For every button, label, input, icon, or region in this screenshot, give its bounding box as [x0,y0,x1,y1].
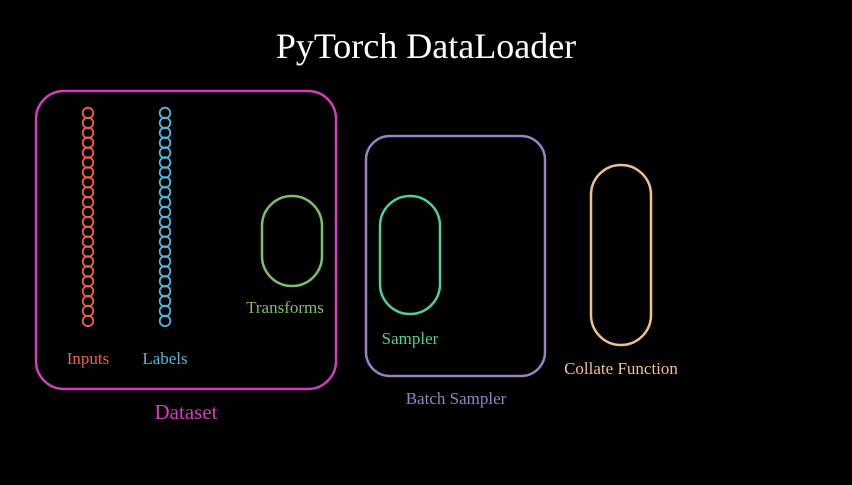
diagram-title: PyTorch DataLoader [276,26,576,66]
sampler-label: Sampler [382,329,439,348]
inputs-label: Inputs [67,349,110,368]
labels-column [158,106,172,328]
labels-label: Labels [142,349,187,368]
label-sample-circle [158,314,172,328]
collate-function-label: Collate Function [564,359,678,378]
batch-sampler-box [364,134,547,378]
dataset-box [34,89,338,391]
input-sample-circle [81,314,95,328]
sampler-pill [378,194,442,316]
batch-sampler-label: Batch Sampler [406,389,507,408]
transforms-pill [260,194,324,288]
dataset-label: Dataset [155,400,218,424]
collate-function-pill [589,163,653,347]
inputs-column [81,106,95,328]
transforms-label: Transforms [246,298,324,317]
